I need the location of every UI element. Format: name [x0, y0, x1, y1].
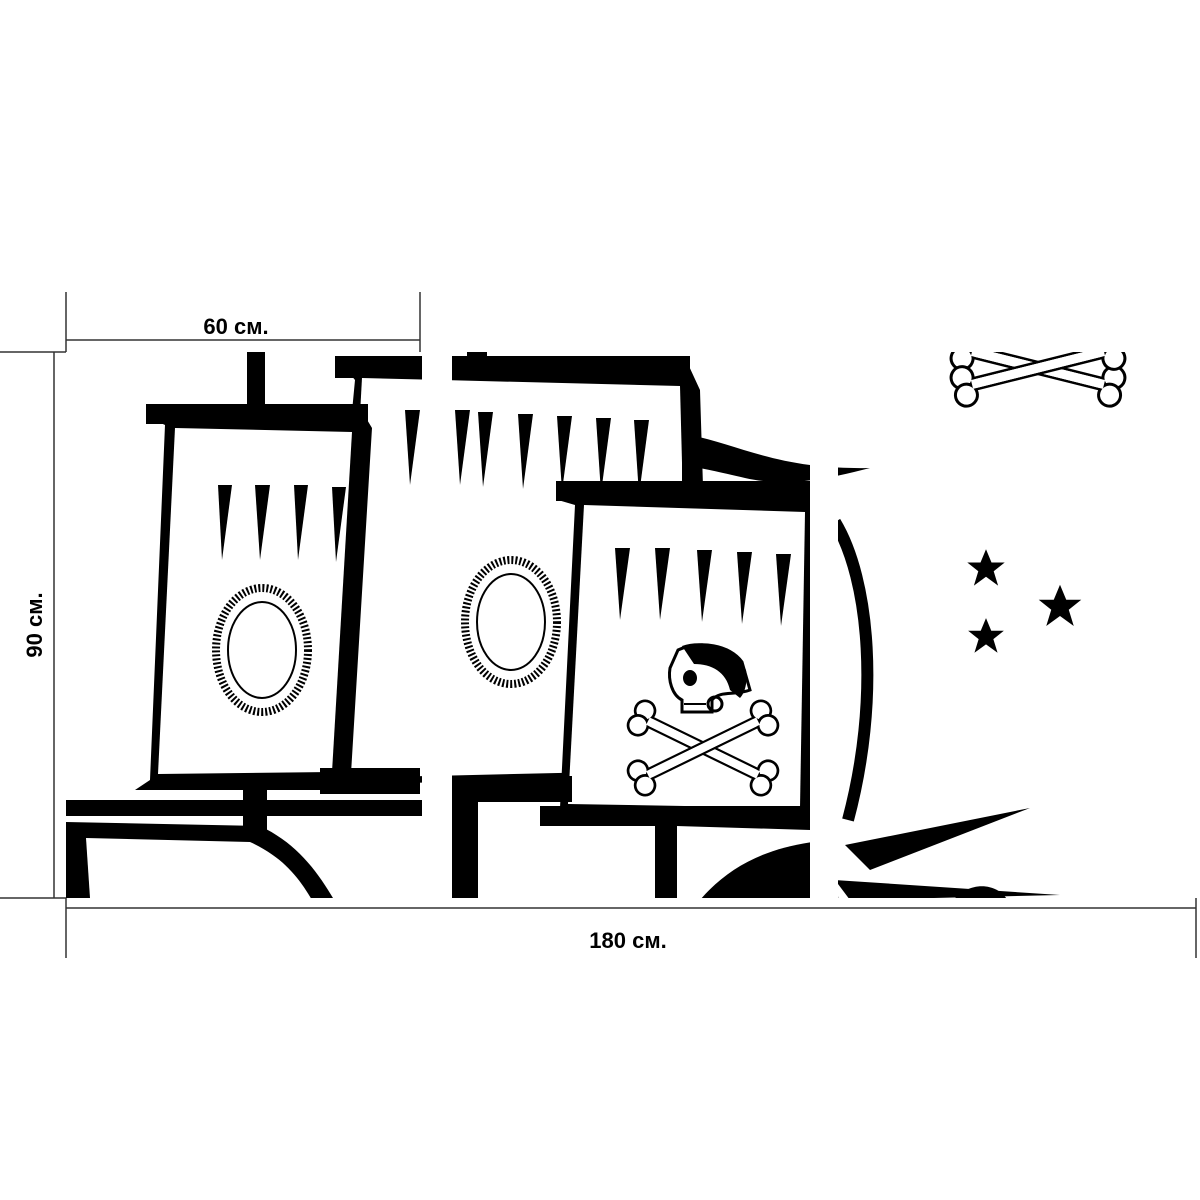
canvas-panel-3 — [838, 352, 1196, 898]
total-width-label: 180 см. — [589, 928, 666, 953]
panel-width-label: 60 см. — [203, 314, 268, 339]
ornament-ring-icon — [212, 584, 312, 716]
height-label: 90 см. — [22, 592, 47, 657]
ornament-ring-icon — [461, 556, 561, 688]
canvas-panel-1 — [66, 352, 422, 898]
canvas-panel-2 — [452, 352, 810, 898]
dimension-guides — [0, 292, 1197, 958]
skull-and-crossbones-icon — [625, 643, 782, 798]
star-icon — [967, 549, 1082, 653]
